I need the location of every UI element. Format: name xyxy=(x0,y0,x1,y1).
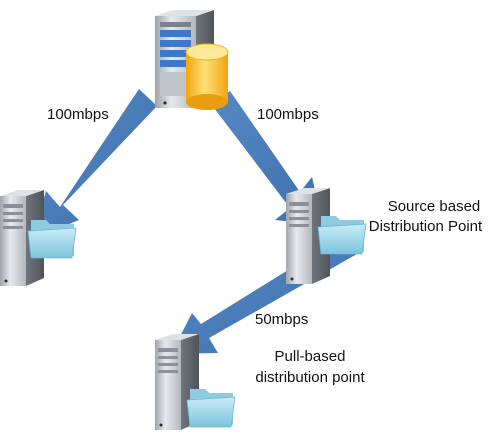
folder-icon xyxy=(27,220,77,259)
left-server xyxy=(0,190,77,286)
main-server xyxy=(155,10,229,110)
link-speed-right: 100mbps xyxy=(257,106,319,123)
source-dp-server xyxy=(286,188,367,284)
source-dp-label-line2: Distribution Point xyxy=(368,218,483,235)
link-speed-left: 100mbps xyxy=(47,106,109,123)
pull-dp-label-line1: Pull-based xyxy=(274,348,346,365)
folder-icon xyxy=(317,216,367,255)
link-speed-lower: 50mbps xyxy=(255,311,309,328)
pull-dp-server xyxy=(155,334,236,430)
folder-icon xyxy=(186,389,236,428)
server-icon xyxy=(286,188,330,284)
database-icon xyxy=(185,43,229,110)
arrow-main-to-left xyxy=(32,89,157,239)
pull-dp-label-line2: distribution point xyxy=(255,369,365,386)
source-dp-label-line1: Source based xyxy=(387,198,481,215)
